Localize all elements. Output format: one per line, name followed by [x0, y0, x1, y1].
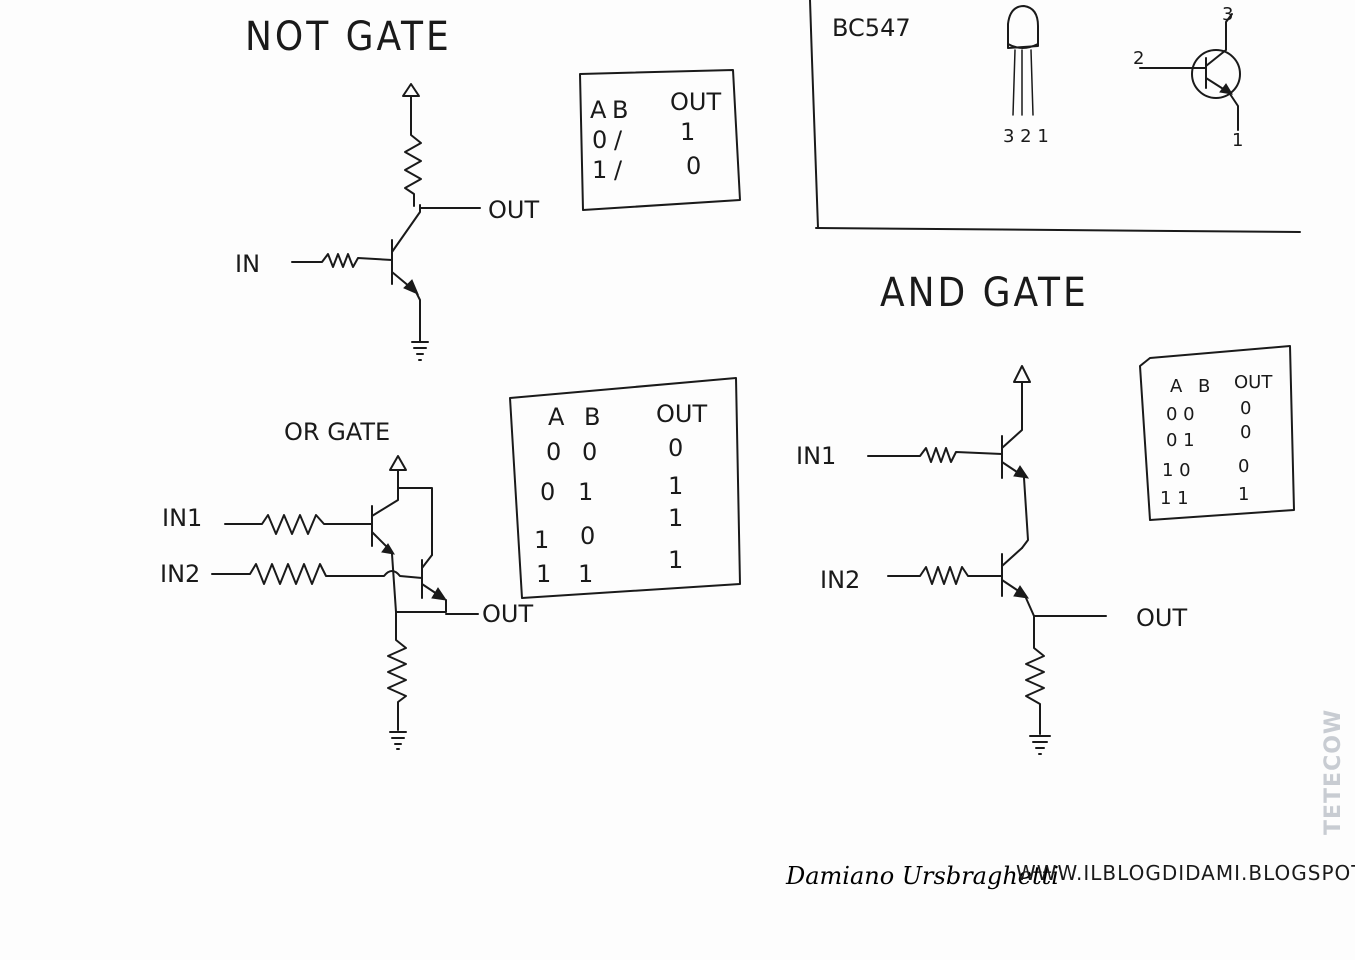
not-table-header-out: OUT — [670, 88, 721, 116]
bc547-pin-collector: 3 — [1222, 4, 1233, 25]
or-out-label: OUT — [482, 600, 533, 628]
and-out-label: OUT — [1136, 604, 1187, 632]
and-transistor-2 — [1001, 547, 1035, 641]
bc547-symbol-icon — [1139, 13, 1241, 131]
not-out-label: OUT — [488, 196, 539, 224]
bc547-package-icon — [1007, 5, 1039, 116]
and-truth-table: A B OUT 0 0 0 0 1 0 1 0 0 1 1 1 — [1139, 345, 1295, 521]
or-gate: OR GATE OUT IN1 IN2 — [160, 377, 741, 750]
author-signature: Damiano Ursbraghetti — [785, 862, 1059, 890]
not-table-cell: 1 — [592, 156, 607, 184]
not-gate: NOT GATE OUT IN A B — [235, 14, 741, 361]
or-table-cell: 1 — [578, 560, 593, 588]
bc547-package-pins: 3 2 1 — [1003, 126, 1049, 147]
or-in1-label: IN1 — [162, 504, 202, 532]
and-vcc-arrow-icon — [1013, 365, 1031, 421]
and-transistor-1 — [1001, 419, 1030, 549]
and-gate: AND GATE OUT IN1 IN2 — [796, 270, 1295, 755]
or-table-cell: 0 — [668, 434, 683, 462]
and-table-cell: 0 — [1240, 422, 1251, 443]
not-table-cell: 0 — [686, 152, 701, 180]
not-ground-icon — [411, 334, 429, 361]
not-table-cell: / — [614, 156, 623, 184]
not-in-label: IN — [235, 250, 260, 278]
and-table-cell: 1 1 — [1160, 488, 1189, 509]
or-table-cell: 1 — [534, 526, 549, 554]
bc547-pin-emitter: 1 — [1232, 130, 1243, 151]
and-table-cell: 0 1 — [1166, 430, 1195, 451]
watermark-logo: TETECOW — [1321, 709, 1346, 835]
or-transistor-1 — [371, 487, 399, 555]
or-truth-table: A B OUT 0 0 0 0 1 1 1 0 1 1 1 1 — [509, 377, 741, 599]
not-collector-resistor — [404, 127, 422, 207]
or-table-cell: 0 — [582, 438, 597, 466]
or-in2-label: IN2 — [160, 560, 200, 588]
not-gate-title: NOT GATE — [245, 14, 452, 60]
footer: Damiano Ursbraghetti WWW.ILBLOGDIDAMI.BL… — [785, 709, 1355, 890]
and-table-cell: 1 — [1238, 484, 1249, 505]
or-table-cell: 0 — [540, 478, 555, 506]
or-table-cell: 1 — [536, 560, 551, 588]
or-table-cell: 1 — [668, 472, 683, 500]
or-table-header-b: B — [584, 403, 600, 431]
and-table-cell: 0 — [1238, 456, 1249, 477]
or-table-cell: 0 — [546, 438, 561, 466]
bc547-pinout-box: BC547 3 2 1 2 3 1 — [809, 0, 1301, 233]
and-table-cell: 0 — [1240, 398, 1251, 419]
not-table-cell: 1 — [680, 118, 695, 146]
or-ground-icon — [389, 731, 407, 750]
or-gate-title: OR GATE — [284, 418, 390, 446]
or-table-cell: 1 — [668, 504, 683, 532]
not-transistor — [391, 204, 421, 336]
and-table-header-a: A — [1170, 376, 1183, 397]
not-truth-table: A B OUT 0 / 1 1 / 0 — [579, 69, 741, 211]
or-pulldown-resistor — [387, 611, 407, 731]
not-table-header-a: A — [590, 96, 607, 124]
and-in1-label: IN1 — [796, 442, 836, 470]
not-table-header-b: B — [612, 96, 628, 124]
and-resistor-1 — [867, 447, 1003, 463]
and-in2-label: IN2 — [820, 566, 860, 594]
not-table-cell: 0 — [592, 126, 607, 154]
not-base-resistor — [291, 253, 393, 268]
or-table-cell: 0 — [580, 522, 595, 550]
and-ground-icon — [1029, 735, 1051, 755]
or-resistor-2 — [211, 563, 423, 585]
and-table-header-out: OUT — [1234, 372, 1273, 393]
or-table-cell: 1 — [668, 546, 683, 574]
and-table-cell: 0 0 — [1166, 404, 1195, 425]
bc547-part-label: BC547 — [832, 14, 911, 42]
and-gate-title: AND GATE — [880, 270, 1089, 316]
not-vcc-arrow-icon — [402, 83, 420, 129]
or-transistor-2 — [421, 554, 448, 601]
and-table-cell: 1 0 — [1162, 460, 1191, 481]
or-table-cell: 1 — [578, 478, 593, 506]
or-resistor-1 — [224, 514, 373, 535]
or-table-header-a: A — [548, 403, 565, 431]
not-table-cell: / — [614, 126, 623, 154]
bc547-pin-base: 2 — [1133, 48, 1144, 69]
and-table-header-b: B — [1198, 376, 1210, 397]
and-pulldown-resistor — [1025, 639, 1045, 735]
or-vcc-arrow-icon — [389, 455, 433, 556]
or-table-header-out: OUT — [656, 400, 707, 428]
and-resistor-2 — [887, 566, 1003, 585]
